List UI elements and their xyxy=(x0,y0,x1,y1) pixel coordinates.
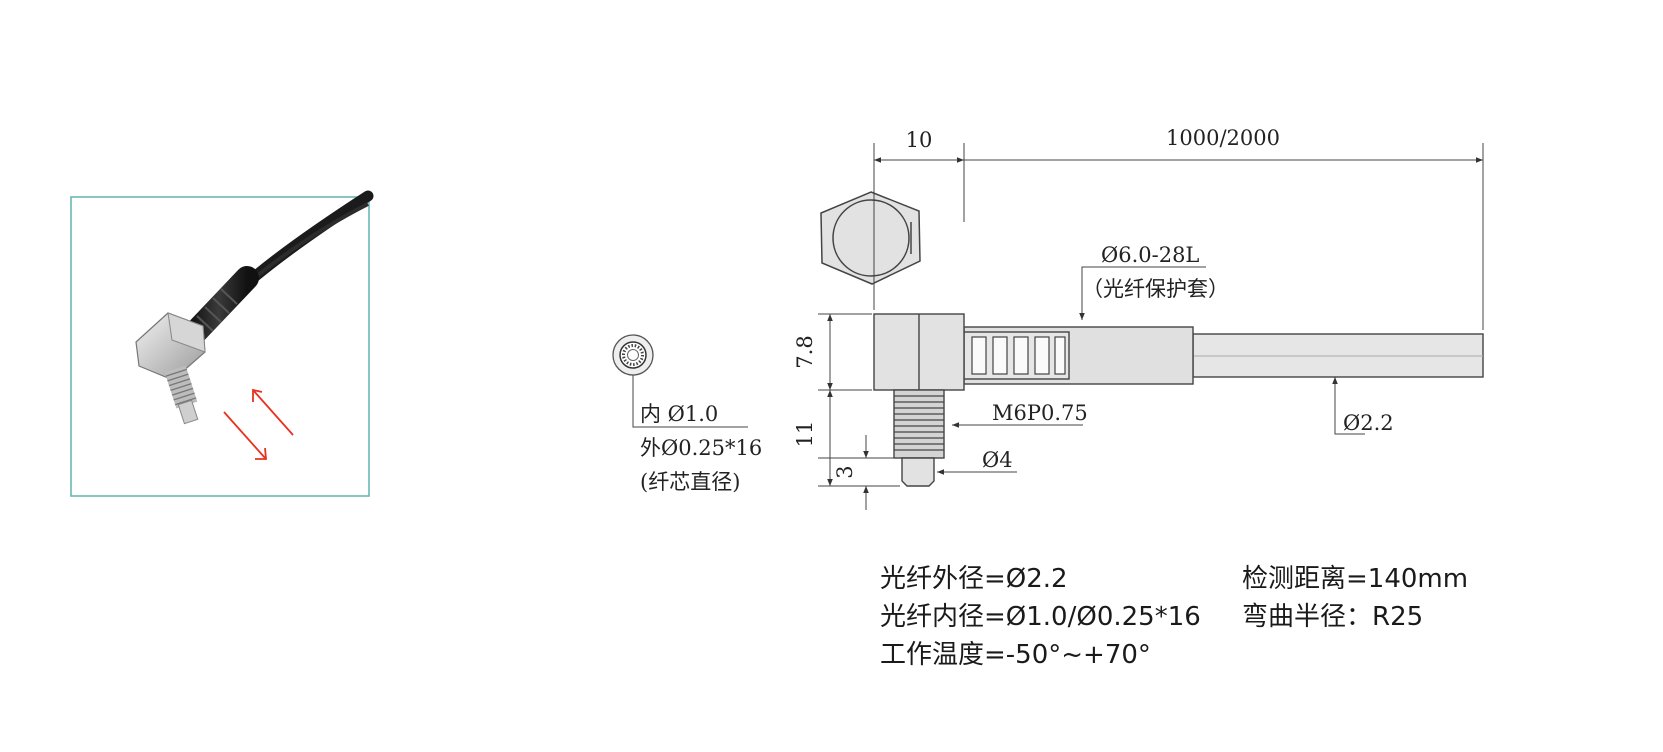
dim-core-inner: 内 Ø1.0 xyxy=(640,402,718,426)
spec-inner-diameter: 光纤内径=Ø1.0/Ø0.25*16 xyxy=(880,602,1201,632)
spec-list: 光纤外径=Ø2.2 光纤内径=Ø1.0/Ø0.25*16 工作温度=-50°~+… xyxy=(880,564,1468,670)
dim-cable-diameter: Ø2.2 xyxy=(1343,411,1394,435)
dim-core-note: (纤芯直径) xyxy=(640,470,740,494)
dim-core-outer: 外Ø0.25*16 xyxy=(640,436,762,460)
dim-head-height: 7.8 xyxy=(793,335,817,368)
photo-frame xyxy=(70,196,370,497)
dim-cable-length: 1000/2000 xyxy=(1166,126,1280,150)
dim-head-width: 10 xyxy=(906,128,933,152)
spec-outer-diameter: 光纤外径=Ø2.2 xyxy=(880,564,1068,594)
spec-bend-radius: 弯曲半径：R25 xyxy=(1242,602,1423,632)
hex-top-view xyxy=(820,191,921,285)
dimension-lines xyxy=(818,143,1484,510)
spec-temperature: 工作温度=-50°~+70° xyxy=(880,640,1151,670)
spec-detection-distance: 检测距离=140mm xyxy=(1242,564,1468,594)
sensor-side-view xyxy=(873,313,1484,487)
fiber-sensor-photo xyxy=(135,190,374,425)
dim-sleeve-note: （光纤保护套） xyxy=(1082,277,1229,301)
dim-tip-length: 3 xyxy=(833,465,857,478)
motion-arrow-icon xyxy=(223,388,294,460)
dim-thread-length: 11 xyxy=(793,421,817,448)
dim-thread-spec: M6P0.75 xyxy=(992,401,1088,425)
dim-sleeve-diameter: Ø6.0-28L xyxy=(1101,243,1199,267)
dim-tip-diameter: Ø4 xyxy=(982,448,1013,472)
core-cross-section xyxy=(612,334,748,428)
product-photo-panel xyxy=(70,190,374,497)
dimension-labels: 10 1000/2000 Ø6.0-28L （光纤保护套） 7.8 11 3 M… xyxy=(640,126,1394,494)
